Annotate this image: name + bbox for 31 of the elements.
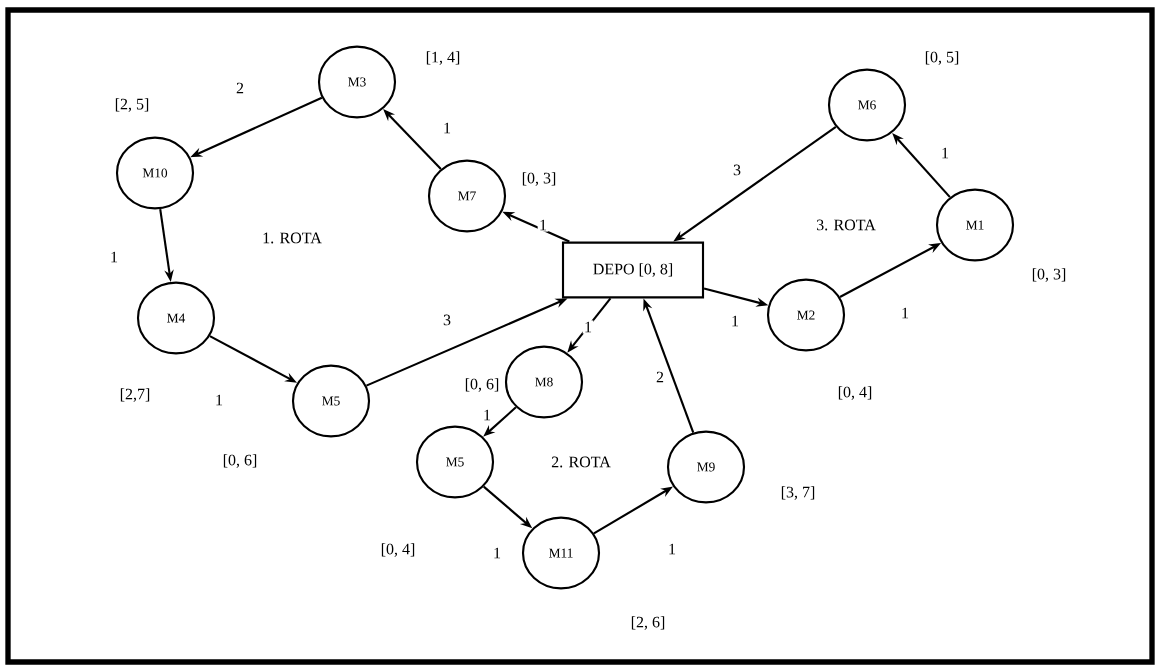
time-window-label: [0, 3] — [522, 172, 556, 186]
edge-label: 1 — [441, 121, 453, 135]
edge-label: 1 — [899, 306, 911, 320]
time-window-label: [2, 6] — [631, 616, 665, 630]
edge-label: 1 — [582, 320, 594, 334]
time-window-label: [0, 3] — [1032, 268, 1066, 282]
edge-label: 1 — [939, 146, 951, 160]
time-window-label: [0, 5] — [925, 51, 959, 65]
time-window-label: [0, 4] — [838, 386, 872, 400]
edge-label: 1 — [213, 393, 225, 407]
edge-label: 1 — [666, 542, 678, 556]
edge-label: 1 — [491, 546, 503, 560]
time-window-label: [0, 6] — [465, 378, 499, 392]
edge-label: 1 — [108, 250, 120, 264]
edge-label: 2 — [654, 370, 666, 384]
route-label: 3. ROTA — [817, 219, 876, 231]
time-window-label: [3, 7] — [781, 486, 815, 500]
time-window-label: [0, 6] — [223, 454, 257, 468]
edge-label: 3 — [731, 163, 743, 177]
edge-label: 1 — [729, 314, 741, 328]
time-window-label: [2, 5] — [115, 98, 149, 112]
depot-box: DEPO [0, 8] — [561, 241, 705, 299]
route-label: 1. ROTA — [263, 232, 322, 244]
edge-label: 2 — [234, 81, 246, 95]
time-window-label: [1, 4] — [426, 51, 460, 65]
edge-label: 1 — [481, 408, 493, 422]
route-label: 2. ROTA — [551, 456, 611, 468]
time-window-label: [2,7] — [120, 388, 150, 402]
time-window-label: [0, 4] — [381, 543, 415, 557]
edge-label: 1 — [537, 218, 549, 232]
edge-label: 3 — [441, 313, 453, 327]
